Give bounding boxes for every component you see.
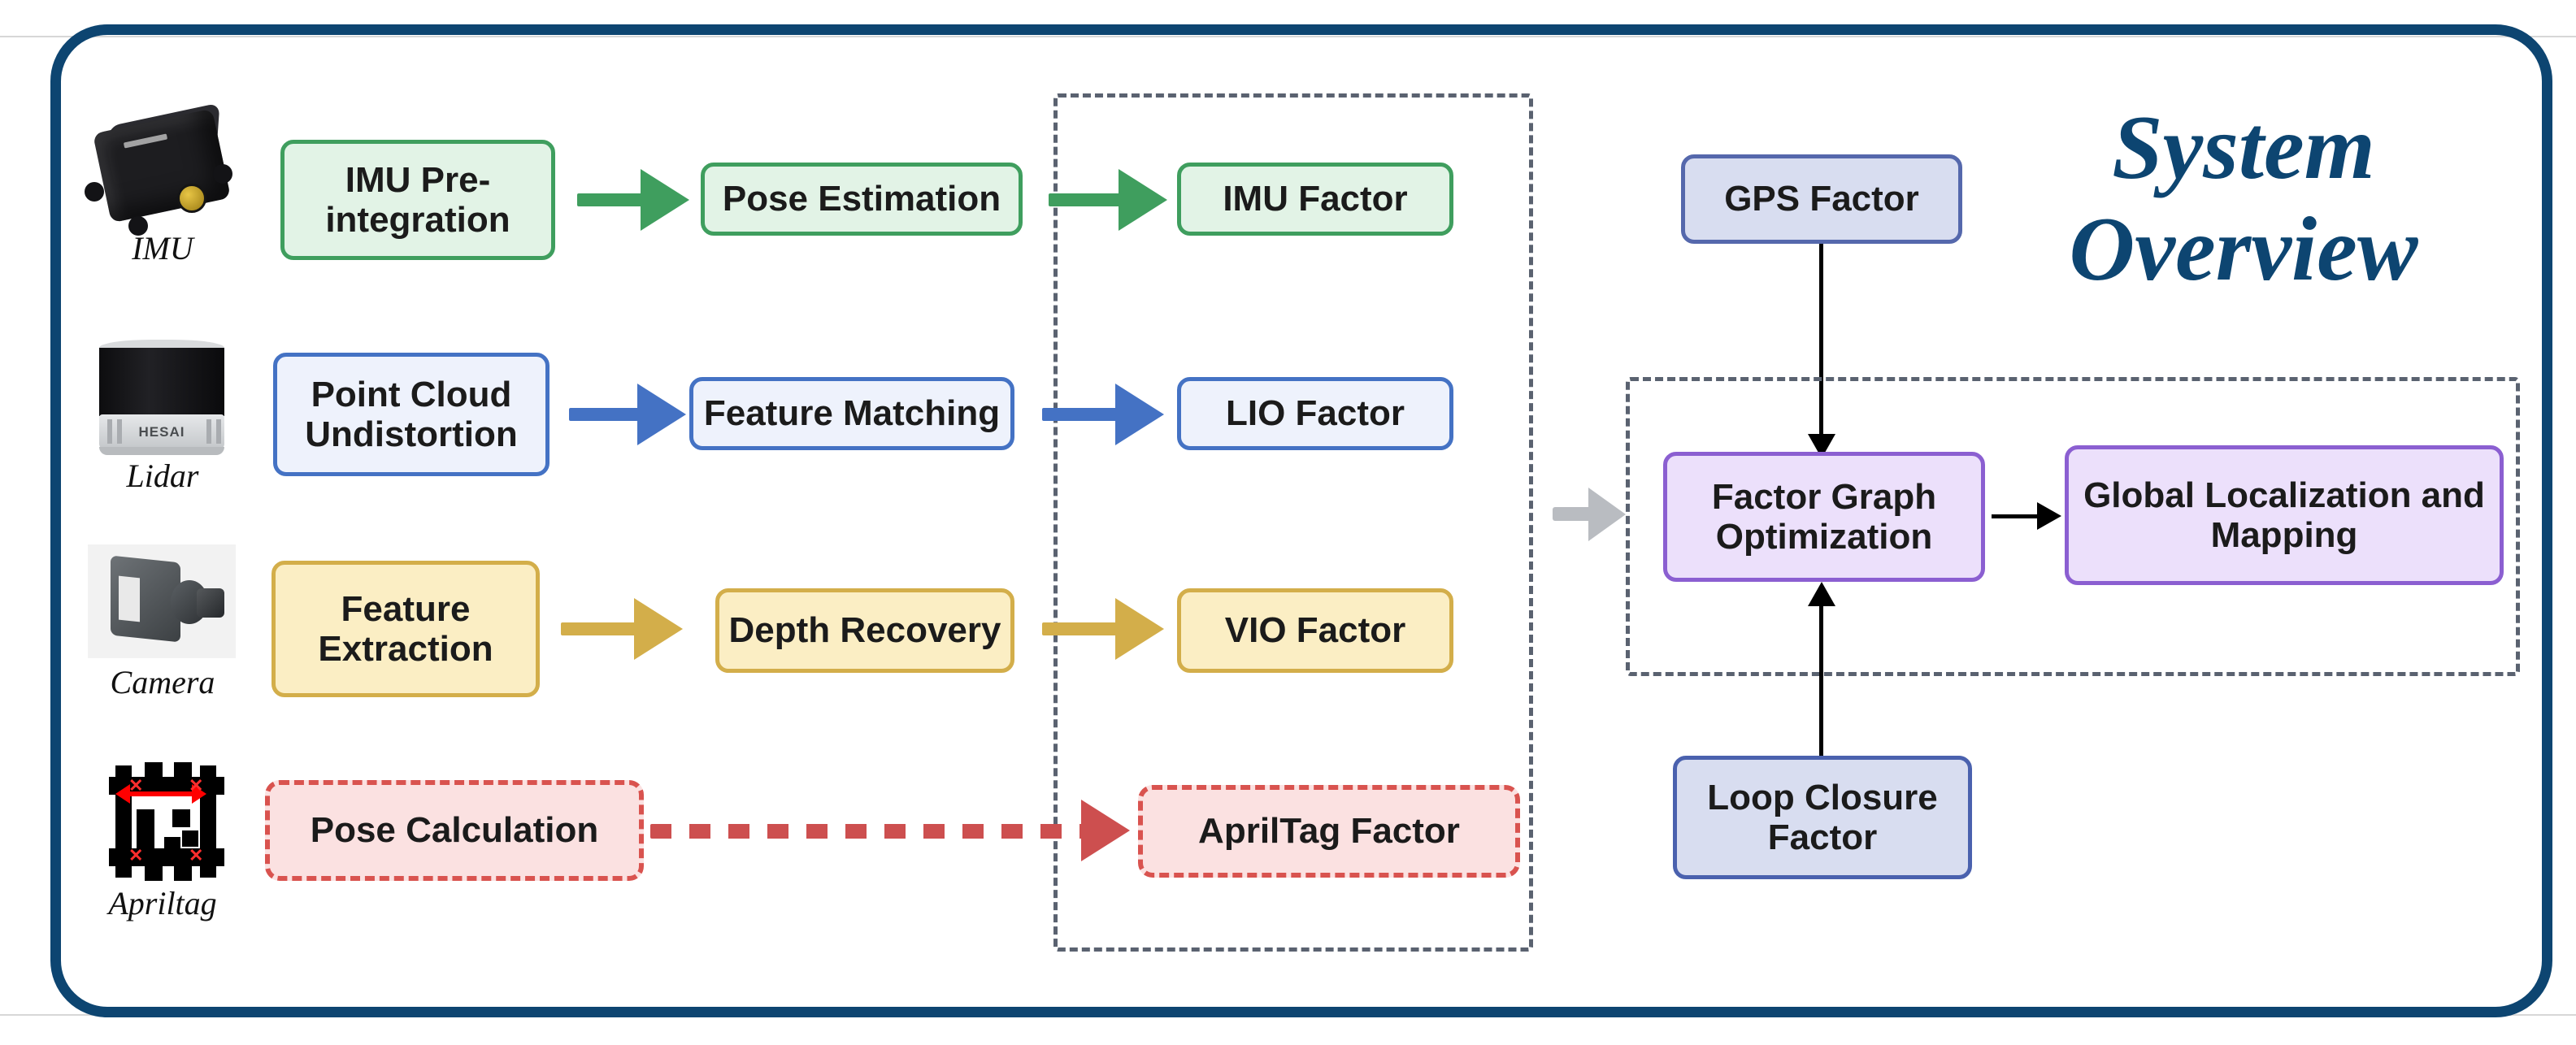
node-label: IMU Pre-integration — [325, 159, 510, 240]
node-imu-preintegration[interactable]: IMU Pre-integration — [280, 140, 555, 260]
node-label: Factor Graph Optimization — [1711, 476, 1937, 557]
node-depth-recovery[interactable]: Depth Recovery — [715, 588, 1014, 673]
arrow-loop-to-optimizer-head — [1808, 582, 1835, 606]
sensor-apriltag-label: Apriltag — [108, 885, 217, 921]
arrow-optimizer-to-global-shaft — [1992, 514, 2042, 518]
node-apriltag-factor[interactable]: AprilTag Factor — [1138, 785, 1520, 878]
node-imu-factor[interactable]: IMU Factor — [1177, 163, 1453, 236]
apriltag-measure-arrow-icon — [115, 784, 206, 804]
lidar-drum — [99, 348, 224, 416]
camera-lens — [197, 588, 224, 618]
node-label: VIO Factor — [1224, 610, 1406, 651]
node-pose-calculation[interactable]: Pose Calculation — [265, 780, 644, 881]
node-label: Pose Calculation — [310, 810, 599, 851]
lidar-vent — [206, 419, 211, 444]
node-label: LIO Factor — [1225, 393, 1405, 434]
node-feature-matching[interactable]: Feature Matching — [689, 377, 1014, 450]
node-label: AprilTag Factor — [1198, 811, 1460, 852]
node-global-localization-and-mapping[interactable]: Global Localization and Mapping — [2065, 445, 2504, 585]
node-loop-closure-factor[interactable]: Loop Closure Factor — [1673, 756, 1972, 879]
sensor-imu: IMU — [81, 102, 244, 268]
factor-group-container — [1053, 93, 1533, 952]
lidar-vent — [107, 419, 112, 444]
backend-group-container — [1626, 377, 2520, 676]
node-label: Global Localization and Mapping — [2083, 475, 2485, 555]
apriltag-marker-icon: ✕ ✕ ✕ ✕ — [109, 759, 224, 881]
lidar-brand-text: HESAI — [138, 424, 185, 440]
node-label: Loop Closure Factor — [1707, 777, 1938, 857]
node-label: Depth Recovery — [728, 610, 1001, 651]
arrow-gps-to-optimizer-shaft — [1819, 244, 1823, 439]
node-point-cloud-undistortion[interactable]: Point Cloud Undistortion — [273, 353, 550, 476]
sensor-camera: Camera — [81, 544, 244, 707]
arrow-optimizer-to-global-head — [2037, 502, 2061, 530]
imu-body — [92, 108, 232, 223]
node-label: Feature Extraction — [318, 588, 493, 669]
node-label: IMU Factor — [1223, 179, 1408, 219]
camera-sticker — [119, 575, 140, 622]
stage-to-backend-arrow-icon — [1553, 488, 1631, 541]
sensor-imu-label: IMU — [132, 230, 193, 267]
page-title: System Overview — [1975, 98, 2512, 301]
sensor-lidar: HESAI Lidar — [81, 336, 244, 494]
arrow-loop-to-optimizer-shaft — [1819, 601, 1823, 761]
page-rule-top — [0, 36, 2576, 37]
imu-mount-foot — [128, 216, 148, 236]
node-lio-factor[interactable]: LIO Factor — [1177, 377, 1453, 450]
node-label: Point Cloud Undistortion — [305, 374, 518, 454]
lidar-vent — [117, 419, 122, 444]
node-label: GPS Factor — [1724, 179, 1919, 219]
node-factor-graph-optimization[interactable]: Factor Graph Optimization — [1663, 452, 1985, 582]
node-feature-extraction[interactable]: Feature Extraction — [272, 561, 540, 697]
imu-mount-foot — [213, 164, 232, 184]
node-vio-factor[interactable]: VIO Factor — [1177, 588, 1453, 673]
sensor-lidar-label: Lidar — [126, 457, 199, 494]
node-label: Feature Matching — [703, 393, 1001, 434]
sensor-camera-label: Camera — [110, 664, 215, 700]
lidar-vent — [216, 419, 221, 444]
node-pose-estimation[interactable]: Pose Estimation — [701, 163, 1023, 236]
page-title-line-2: Overview — [2069, 199, 2418, 301]
imu-connector-icon — [177, 184, 206, 213]
imu-mount-foot — [85, 182, 104, 202]
page-title-line-1: System — [2112, 98, 2375, 198]
node-label: Pose Estimation — [722, 179, 1001, 219]
sensor-apriltag: ✕ ✕ ✕ ✕ Apriltag — [81, 756, 244, 921]
figure-frame — [50, 24, 2552, 1017]
node-gps-factor[interactable]: GPS Factor — [1681, 154, 1962, 244]
